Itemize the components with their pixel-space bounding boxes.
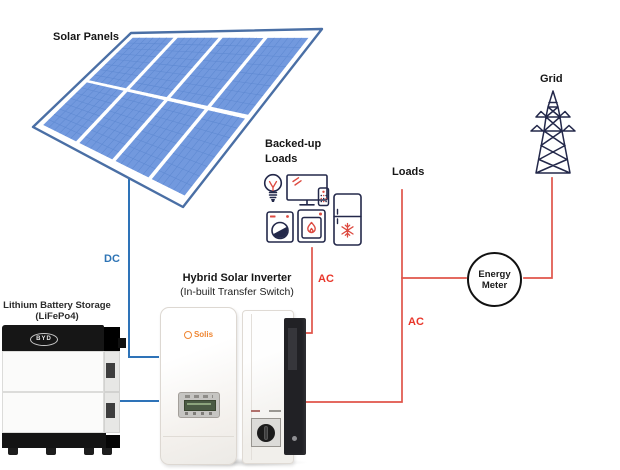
ac-label-loads: AC [408, 316, 424, 328]
battery-control-module: BYD [2, 325, 104, 351]
tv-icon [286, 174, 330, 207]
washing-machine-icon [266, 211, 294, 243]
inverter-buttons [185, 412, 213, 415]
ac-wire-meter-to-grid [523, 177, 553, 279]
solar-panels-label: Solar Panels [53, 31, 120, 43]
oven-icon [297, 209, 326, 243]
inverter-display [178, 392, 220, 418]
energy-meter: Energy Meter [467, 252, 522, 307]
hybrid-inverter-photo: Solis [157, 305, 322, 467]
inverter-front-unit: Solis [160, 307, 237, 465]
battery-base [2, 433, 106, 448]
byd-logo: BYD [30, 333, 58, 346]
battery-photo: BYD [2, 323, 126, 459]
inverter-title: Hybrid Solar Inverter [182, 272, 292, 284]
inverter-keys [185, 395, 213, 398]
light-bulb-icon [263, 173, 283, 202]
fridge-icon [333, 193, 362, 246]
solis-logo: Solis [161, 330, 236, 339]
loads-label: Loads [392, 166, 425, 178]
transfer-switch [251, 418, 281, 447]
battery-connector [118, 338, 126, 348]
inverter-lcd-screen [184, 400, 216, 411]
inverter-connection-panel [284, 318, 306, 455]
solis-ring-icon [183, 330, 192, 339]
battery-module [2, 392, 104, 433]
ac-label-backup: AC [318, 273, 334, 285]
rotary-knob-icon [257, 423, 275, 442]
inverter-subtitle: (In-built Transfer Switch) [180, 286, 294, 298]
dc-label: DC [104, 253, 120, 265]
grid-label: Grid [540, 73, 563, 85]
battery-label: Lithium Battery Storage (LiFePo4) [3, 300, 111, 322]
backed-up-loads-label: Backed-up Loads [265, 138, 322, 165]
dc-wire-solar-to-inverter [128, 179, 159, 358]
battery-module [2, 351, 104, 392]
transmission-tower-icon [530, 90, 576, 174]
remote-icon [317, 187, 330, 207]
